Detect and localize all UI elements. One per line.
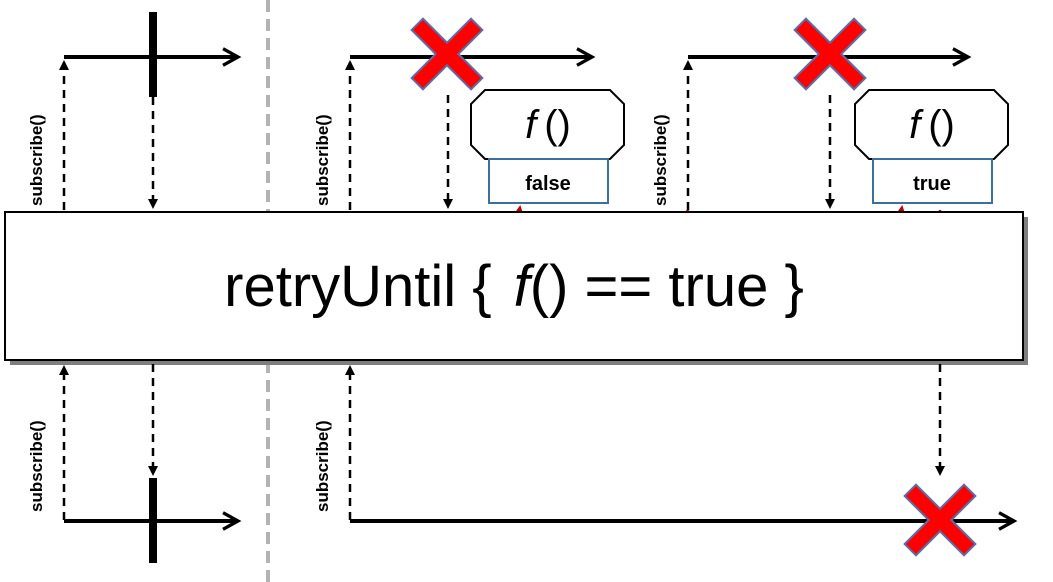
subscribe-label: subscribe()	[313, 420, 332, 512]
predicate-result-false: false	[488, 158, 609, 204]
error-x-icon	[410, 17, 484, 91]
svg-text:f(): f()	[909, 103, 955, 147]
predicate-result-true: true	[872, 158, 993, 204]
subscribe-label: subscribe()	[313, 114, 332, 206]
svg-text:false: false	[525, 173, 571, 195]
error-x-icon	[903, 483, 977, 557]
left-result-timeline	[64, 478, 238, 563]
subscribe-label: subscribe()	[651, 114, 670, 206]
operator-label: retryUntil {f() == true }	[224, 254, 804, 319]
subscribe-label: subscribe()	[27, 420, 46, 512]
svg-text:f(): f()	[525, 103, 571, 147]
subscribe-label: subscribe()	[27, 114, 46, 206]
operator-box: retryUntil {f() == true }	[4, 211, 1028, 365]
predicate-box: f()	[470, 89, 625, 160]
predicate-parens: ()	[544, 103, 571, 147]
svg-text:true: true	[913, 173, 951, 195]
predicate-parens: ()	[928, 103, 955, 147]
predicate-box: f()	[854, 89, 1009, 160]
left-source-timeline	[64, 12, 238, 97]
error-x-icon	[793, 17, 867, 91]
